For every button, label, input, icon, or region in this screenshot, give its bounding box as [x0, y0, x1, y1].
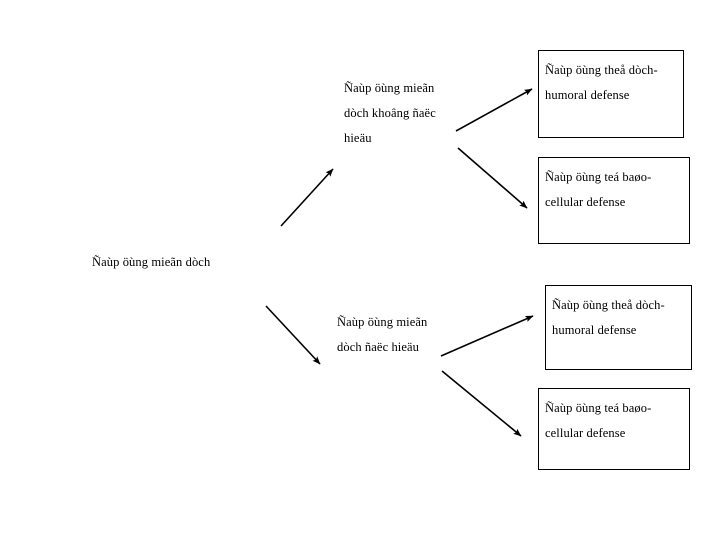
node-nonspecific: Ñaùp öùng mieãn dòch khoâng ñaëc hieäu — [344, 76, 436, 151]
connector-nonspecific-to-humoral — [455, 88, 533, 132]
connector-nonspecific-to-cellular — [457, 147, 528, 209]
node-nonspecific-line-2: dòch khoâng ñaëc — [344, 106, 436, 120]
connector-specific-to-cellular — [441, 370, 522, 437]
node-root: Ñaùp öùng mieãn dòch — [92, 250, 210, 275]
connector-root-to-specific — [265, 305, 321, 365]
node-nonspecific-cellular-line-1: Ñaùp öùng teá baøo- — [545, 170, 652, 184]
node-specific-line-1: Ñaùp öùng mieãn — [337, 315, 428, 329]
node-specific-humoral-line-2: humoral defense — [552, 323, 637, 337]
node-specific-cellular: Ñaùp öùng teá baøo- cellular defense — [538, 388, 690, 470]
node-specific: Ñaùp öùng mieãn dòch ñaëc hieäu — [337, 310, 427, 360]
node-specific-humoral: Ñaùp öùng theå dòch- humoral defense — [545, 285, 692, 370]
connector-specific-to-humoral — [440, 315, 534, 357]
node-specific-humoral-line-1: Ñaùp öùng theå dòch- — [552, 298, 665, 312]
node-nonspecific-line-3: hieäu — [344, 131, 372, 145]
connector-root-to-nonspecific — [280, 168, 334, 227]
node-specific-cellular-line-2: cellular defense — [545, 426, 626, 440]
node-nonspecific-humoral-line-2: humoral defense — [545, 88, 630, 102]
node-nonspecific-line-1: Ñaùp öùng mieãn — [344, 81, 435, 95]
node-nonspecific-humoral-line-1: Ñaùp öùng theå dòch- — [545, 63, 658, 77]
node-root-line-1: Ñaùp öùng mieãn dòch — [92, 255, 211, 269]
node-specific-cellular-line-1: Ñaùp öùng teá baøo- — [545, 401, 652, 415]
node-nonspecific-humoral: Ñaùp öùng theå dòch- humoral defense — [538, 50, 684, 138]
node-nonspecific-cellular-line-2: cellular defense — [545, 195, 626, 209]
node-nonspecific-cellular: Ñaùp öùng teá baøo- cellular defense — [538, 157, 690, 244]
node-specific-line-2: dòch ñaëc hieäu — [337, 340, 420, 354]
